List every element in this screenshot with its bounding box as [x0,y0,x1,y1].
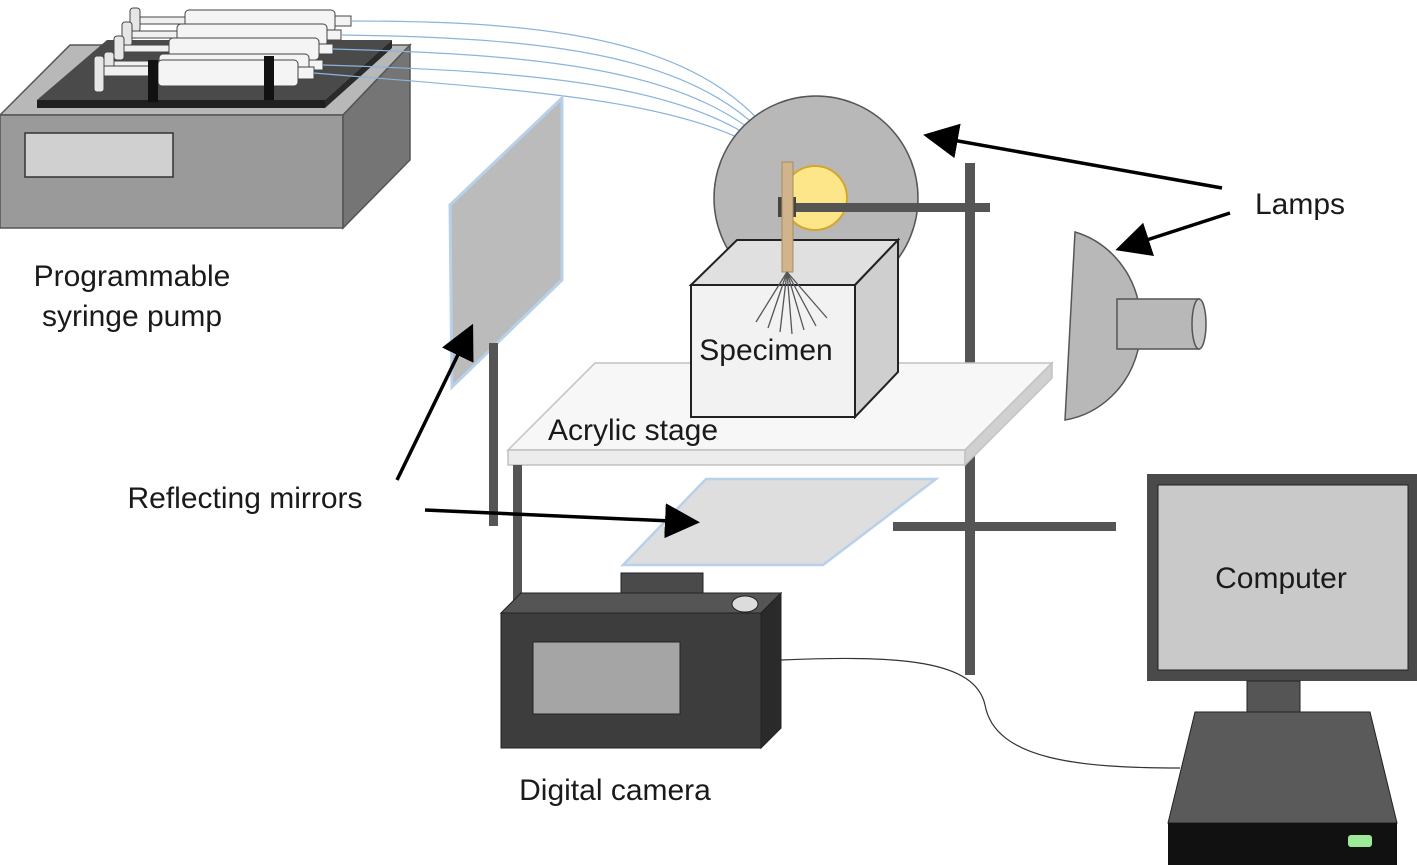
computer-screen [1157,484,1409,671]
syringe [93,55,315,93]
syringe-clamp [264,56,274,100]
pipette-holder-arm [794,203,990,212]
arrow-lamps-side [1115,211,1231,257]
pump-label-line2: syringe pump [42,300,222,333]
specimen-label: Specimen [699,334,832,367]
acrylic-stage-label: Acrylic stage [548,414,718,447]
pump-display-panel [24,132,174,178]
power-led [1348,835,1372,847]
stage-leg [513,465,522,605]
camera-screen [532,641,681,715]
arrow-lamps-back [923,123,1223,190]
pipette [781,161,794,273]
digital-camera-label: Digital camera [519,774,711,807]
camera-shutter-button [731,595,759,613]
computer-label: Computer [1215,562,1347,595]
lamps-label: Lamps [1255,188,1345,221]
reflecting-mirror-vertical [448,94,564,391]
arrow-mirror-horizontal [424,503,700,539]
syringe-pump [0,7,412,230]
mirror-support-post [489,343,498,526]
pipette-bristles [755,271,828,335]
camera-cable [780,657,1181,769]
arrow-mirror-vertical [395,323,474,481]
pump-label-line1: Programmable [34,260,231,293]
digital-camera [499,572,783,750]
reflecting-mirrors-label: Reflecting mirrors [127,482,362,515]
syringe-clamp [148,60,158,102]
annotation-arrows [395,123,1231,539]
mirror-support-arm [893,522,1116,531]
specimen-cube [688,237,901,420]
computer [1147,474,1417,865]
side-lamp [1064,231,1207,421]
